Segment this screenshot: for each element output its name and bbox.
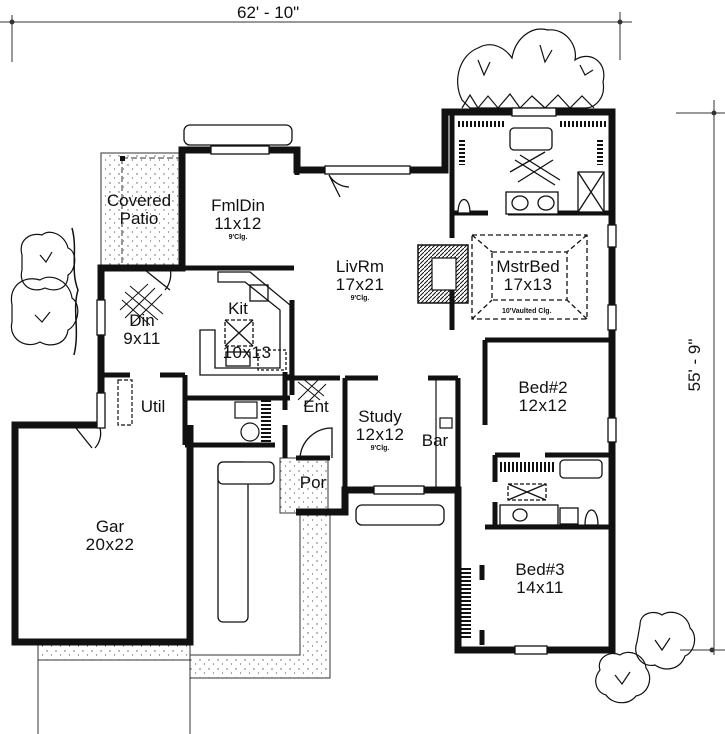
room-name: Gar [95, 517, 125, 536]
room-name-line2: Patio [119, 208, 159, 228]
room-name: Ent [303, 397, 329, 416]
master-ceiling-note: 10'Vaulted Clg. [502, 308, 552, 315]
fireplace [417, 244, 469, 304]
overall-depth-label: 55' - 9" [685, 338, 704, 392]
room-living: LivRm 17x21 9'Clg. [336, 258, 385, 302]
room-name: LivRm [335, 257, 385, 276]
planter-top [183, 124, 293, 146]
room-name: Bar [421, 431, 449, 450]
room-name: Bed#2 [518, 378, 568, 397]
ceiling-light-marks [119, 283, 327, 407]
room-kitchen: Kit 10x13 [205, 300, 272, 362]
room-size: 10x13 [222, 342, 272, 362]
room-porch: Por [300, 474, 326, 492]
shrub-cluster-left [10, 227, 79, 356]
room-name: Covered [106, 191, 172, 210]
room-bed2: Bed#2 12x12 [518, 379, 567, 415]
master-closet-rods [458, 121, 606, 165]
ceiling-height: 9'Clg. [228, 233, 248, 241]
room-utility: Util [141, 398, 166, 416]
room-entry: Ent [303, 398, 329, 416]
overall-width-label: 62' - 10" [237, 3, 300, 22]
ceiling-height: 9'Clg. [370, 444, 390, 452]
room-name: Study [358, 407, 402, 426]
width-dimension-line [0, 12, 632, 62]
doors [75, 174, 350, 459]
room-name: Bed#3 [515, 560, 565, 579]
hall-bath-fixtures [499, 459, 603, 526]
room-study: Study 12x12 9'Clg. [356, 408, 405, 452]
room-size: 14x11 [516, 577, 564, 597]
room-bar: Bar [422, 432, 448, 450]
bar-counter [435, 377, 457, 489]
planter-front [217, 461, 249, 623]
room-master-bed: MstrBed 17x13 [496, 258, 559, 294]
room-size: 20x22 [85, 534, 135, 554]
shrub-cluster-top [457, 28, 605, 110]
front-walkway [189, 511, 331, 679]
room-bed3: Bed#3 14x11 [515, 561, 564, 597]
room-size: 12x12 [518, 395, 568, 415]
depth-dimension-line [676, 100, 725, 655]
planter-front-top [217, 461, 275, 485]
room-covered-patio: Covered Patio [107, 192, 171, 228]
room-size: 11x12 [214, 213, 262, 233]
windows [96, 107, 617, 655]
room-name: FmlDin [211, 196, 265, 215]
room-size: 9x11 [123, 328, 161, 348]
covered-patio-slab [100, 152, 183, 270]
room-garage: Gar 20x22 [86, 518, 135, 554]
room-name: MstrBed [496, 257, 560, 276]
room-size: 12x12 [355, 424, 405, 444]
room-name: Din [129, 311, 155, 330]
planter-study [355, 504, 445, 526]
room-dining-nook: Din 9x11 [123, 312, 161, 348]
master-bath-fixtures [457, 127, 605, 215]
room-size: 17x21 [335, 274, 385, 294]
kitchen-cabinets [199, 271, 291, 376]
ceiling-height: 9'Clg. [350, 294, 370, 302]
room-name: Por [299, 473, 327, 492]
room-name: Kit [228, 299, 248, 318]
room-family-dining: FmlDin 11x12 9'Clg. [211, 197, 265, 241]
room-name: Util [140, 397, 166, 416]
utility-fixtures [117, 379, 271, 445]
room-size: 17x13 [503, 274, 553, 294]
vaulted-ceiling-outline [471, 234, 588, 320]
shrub-cluster-bottom-right [595, 611, 696, 704]
